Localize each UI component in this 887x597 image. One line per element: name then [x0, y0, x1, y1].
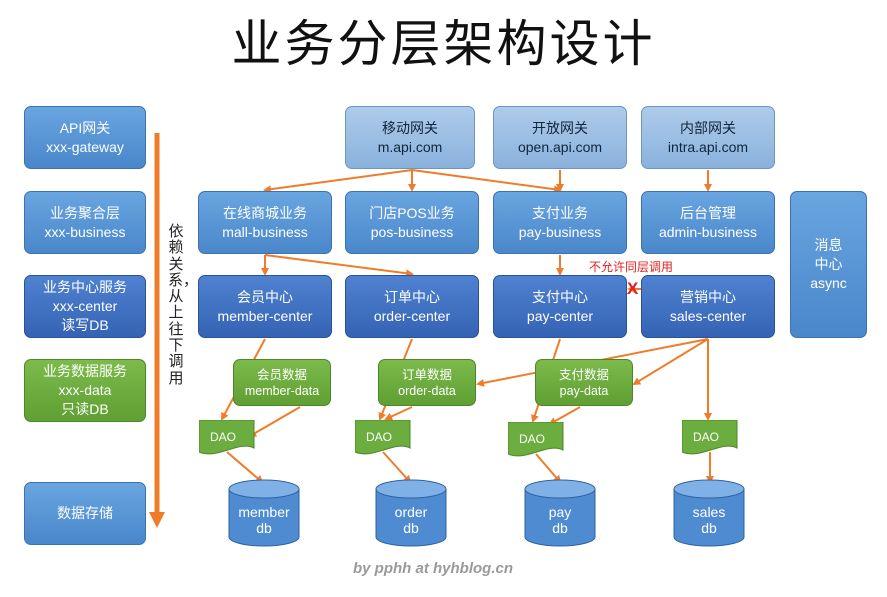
db-suffix: db	[403, 520, 419, 536]
business-id: pay-business	[518, 223, 602, 240]
business-pay: 支付业务 pay-business	[493, 191, 627, 254]
arrow-mall-to-order-center	[264, 254, 414, 278]
gateway-domain: intra.api.com	[667, 138, 749, 155]
database-sales: sales db	[673, 479, 745, 547]
message-center-line2: 中心	[814, 256, 843, 272]
center-name: 营销中心	[680, 288, 736, 305]
business-pos: 门店POS业务 pos-business	[345, 191, 479, 254]
database-pay: pay db	[524, 479, 596, 547]
data-service-id: member-data	[244, 383, 320, 398]
forbidden-x-icon: X	[627, 279, 639, 298]
arrow-order-dao-to-db	[382, 451, 412, 484]
center-name: 订单中心	[384, 288, 440, 305]
db-suffix: db	[552, 520, 568, 536]
db-suffix: db	[256, 520, 272, 536]
center-id: order-center	[373, 307, 451, 324]
center-id: sales-center	[669, 307, 747, 324]
gateway-domain: open.api.com	[517, 138, 603, 155]
db-name: order	[395, 504, 428, 520]
database-order: order db	[375, 479, 447, 547]
dao-sales: DAO	[682, 420, 738, 455]
business-id: admin-business	[658, 223, 758, 240]
gateway-mobile: 移动网关 m.api.com	[345, 106, 475, 169]
layer-id: xxx-business	[44, 223, 126, 240]
layer-name: 业务数据服务	[43, 363, 127, 379]
layer-storage: 数据存储	[24, 482, 146, 545]
diagram-title: 业务分层架构设计	[231, 15, 656, 73]
dao-member: DAO	[199, 420, 255, 455]
message-center: 消息 中心 async	[790, 191, 867, 338]
data-service-name: 订单数据	[401, 367, 452, 382]
business-name: 门店POS业务	[369, 204, 455, 221]
layer-name: 数据存储	[57, 505, 113, 521]
center-sales: 营销中心 sales-center	[641, 275, 775, 338]
layer-api-gateway: API网关 xxx-gateway	[24, 106, 146, 169]
db-suffix: db	[701, 520, 717, 536]
dao-label: DAO	[693, 430, 719, 444]
dependency-note: 依赖关系，从上往下调用	[168, 223, 199, 387]
dao-label: DAO	[210, 430, 236, 444]
gateway-open: 开放网关 open.api.com	[493, 106, 627, 169]
business-id: pos-business	[370, 223, 454, 240]
arrow-sales-to-pay-data	[632, 338, 709, 386]
data-service-name: 会员数据	[256, 367, 307, 382]
database-member: member db	[228, 479, 300, 547]
arrow-gw-mobile-to-mall	[263, 169, 413, 194]
layer-id: xxx-center	[52, 298, 118, 314]
layer-name: API网关	[59, 119, 111, 136]
db-name: member	[238, 504, 290, 520]
gateway-name: 开放网关	[532, 119, 588, 136]
data-service-pay: 支付数据 pay-data	[535, 359, 633, 406]
center-pay: 支付中心 pay-center	[493, 275, 627, 338]
gateway-domain: m.api.com	[377, 138, 443, 155]
db-name: pay	[549, 504, 572, 520]
db-name: sales	[693, 504, 726, 520]
dao-label: DAO	[519, 432, 545, 446]
message-center-line1: 消息	[814, 237, 843, 253]
center-member: 会员中心 member-center	[198, 275, 332, 338]
center-name: 会员中心	[237, 288, 293, 305]
business-id: mall-business	[222, 223, 308, 240]
data-service-order: 订单数据 order-data	[378, 359, 476, 406]
gateway-name: 移动网关	[382, 119, 438, 136]
business-name: 在线商城业务	[223, 204, 307, 221]
arrow-order-data-to-dao	[384, 406, 413, 421]
layer-note: 读写DB	[61, 317, 109, 333]
arrow-gw-mobile-to-pay	[411, 169, 562, 194]
layer-business: 业务聚合层 xxx-business	[24, 191, 146, 254]
layer-note: 只读DB	[61, 401, 109, 417]
business-name: 支付业务	[532, 204, 588, 221]
layer-name: 业务聚合层	[50, 204, 120, 221]
business-name: 后台管理	[680, 204, 736, 221]
center-id: member-center	[217, 307, 313, 324]
center-id: pay-center	[526, 307, 594, 324]
data-service-id: pay-data	[559, 383, 609, 398]
data-service-id: order-data	[398, 383, 456, 398]
center-order: 订单中心 order-center	[345, 275, 479, 338]
dao-pay: DAO	[508, 422, 564, 457]
business-mall: 在线商城业务 mall-business	[198, 191, 332, 254]
gateway-name: 内部网关	[680, 119, 736, 136]
message-center-line3: async	[810, 275, 847, 291]
data-service-name: 支付数据	[558, 367, 609, 382]
dao-order: DAO	[355, 420, 411, 455]
arrow-pay-data-to-dao	[548, 406, 581, 425]
layer-data: 业务数据服务 xxx-data 只读DB	[24, 359, 146, 422]
arrow-member-dao-to-db	[226, 451, 264, 484]
dao-label: DAO	[366, 430, 392, 444]
arrow-pay-dao-to-db	[535, 453, 562, 484]
arrow-member-data-to-dao	[248, 406, 301, 438]
layer-name: 业务中心服务	[43, 279, 127, 295]
data-service-member: 会员数据 member-data	[233, 359, 331, 406]
layer-center: 业务中心服务 xxx-center 读写DB	[24, 275, 146, 338]
business-admin: 后台管理 admin-business	[641, 191, 775, 254]
layer-id: xxx-data	[58, 382, 112, 398]
layer-id: xxx-gateway	[46, 138, 124, 155]
gateway-internal: 内部网关 intra.api.com	[641, 106, 775, 169]
forbidden-call-note: 不允许同层调用	[589, 260, 674, 274]
author-credit: by pphh at hyhblog.cn	[353, 560, 513, 577]
center-name: 支付中心	[532, 288, 588, 305]
